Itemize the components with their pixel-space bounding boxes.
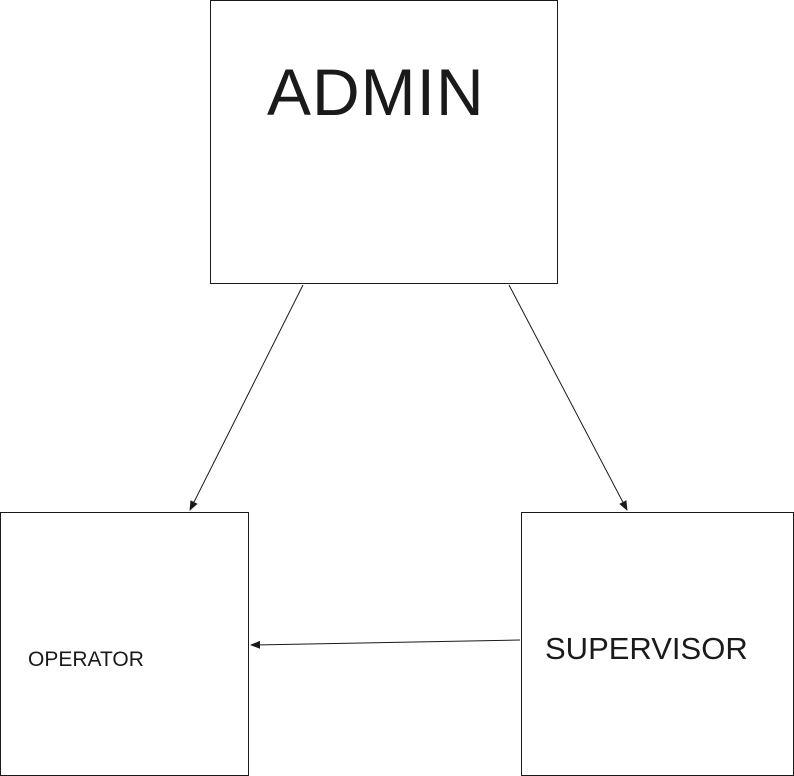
operator-box: OPERATOR	[0, 512, 249, 776]
supervisor-box: SUPERVISOR	[521, 512, 794, 776]
arrow-supervisor-to-operator	[250, 639, 521, 649]
arrow-admin-to-supervisor	[508, 284, 628, 511]
supervisor-label: SUPERVISOR	[545, 631, 748, 666]
admin-label: ADMIN	[267, 55, 485, 129]
arrow-admin-to-operator	[189, 284, 304, 511]
operator-label: OPERATOR	[28, 648, 144, 671]
admin-box: ADMIN	[210, 0, 558, 284]
